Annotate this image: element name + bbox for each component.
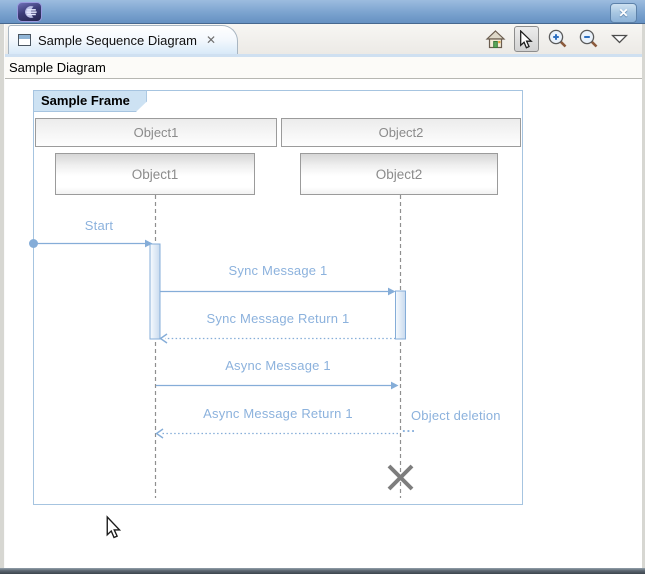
select-tool-button[interactable] (514, 26, 539, 52)
zoom-out-icon (578, 28, 599, 50)
zoom-in-icon (547, 28, 568, 50)
frame-label[interactable]: Sample Frame (33, 90, 147, 112)
message-label-sync-return1[interactable]: Sync Message Return 1 (160, 311, 396, 326)
diagram-toolbar (483, 26, 632, 52)
message-label-async-return1[interactable]: Async Message Return 1 (158, 406, 398, 421)
instance-box-object1[interactable]: Object1 (55, 153, 255, 195)
zoom-out-button[interactable] (576, 26, 601, 52)
instance-label: Object1 (132, 167, 179, 182)
diagram-title: Sample Diagram (9, 60, 106, 75)
home-button[interactable] (483, 26, 508, 52)
instance-box-object2[interactable]: Object2 (300, 153, 498, 195)
editor-tab-strip: Sample Sequence Diagram ✕ (5, 24, 642, 57)
lifeline-header-label: Object2 (379, 125, 424, 140)
diagram-title-bar: Sample Diagram (5, 57, 642, 79)
instance-label: Object2 (376, 167, 423, 182)
message-label-async1[interactable]: Async Message 1 (160, 358, 396, 373)
eclipse-glyph (22, 5, 37, 19)
tab-close-icon[interactable]: ✕ (206, 33, 216, 47)
diagram-editor-icon (18, 34, 31, 46)
lifeline-header-object2[interactable]: Object2 (281, 118, 521, 147)
window-bottom-border (0, 568, 645, 574)
object-deletion-label[interactable]: Object deletion (411, 408, 501, 423)
titlebar[interactable]: ✕ (0, 0, 645, 24)
tab-sample-sequence-diagram[interactable]: Sample Sequence Diagram ✕ (8, 25, 238, 54)
lifeline-header-object1[interactable]: Object1 (35, 118, 277, 147)
eclipse-logo-icon (17, 2, 42, 22)
message-label-sync1[interactable]: Sync Message 1 (160, 263, 396, 278)
lifeline-header-label: Object1 (134, 125, 179, 140)
selection-cursor-icon (519, 30, 534, 49)
window-close-button[interactable]: ✕ (610, 3, 637, 23)
message-label-start[interactable]: Start (64, 218, 134, 233)
view-menu-icon (611, 34, 628, 44)
tab-title: Sample Sequence Diagram (38, 33, 197, 48)
zoom-in-button[interactable] (545, 26, 570, 52)
deletion-ellipsis: ... (402, 420, 416, 435)
home-icon (485, 29, 506, 50)
view-menu-button[interactable] (607, 26, 632, 52)
